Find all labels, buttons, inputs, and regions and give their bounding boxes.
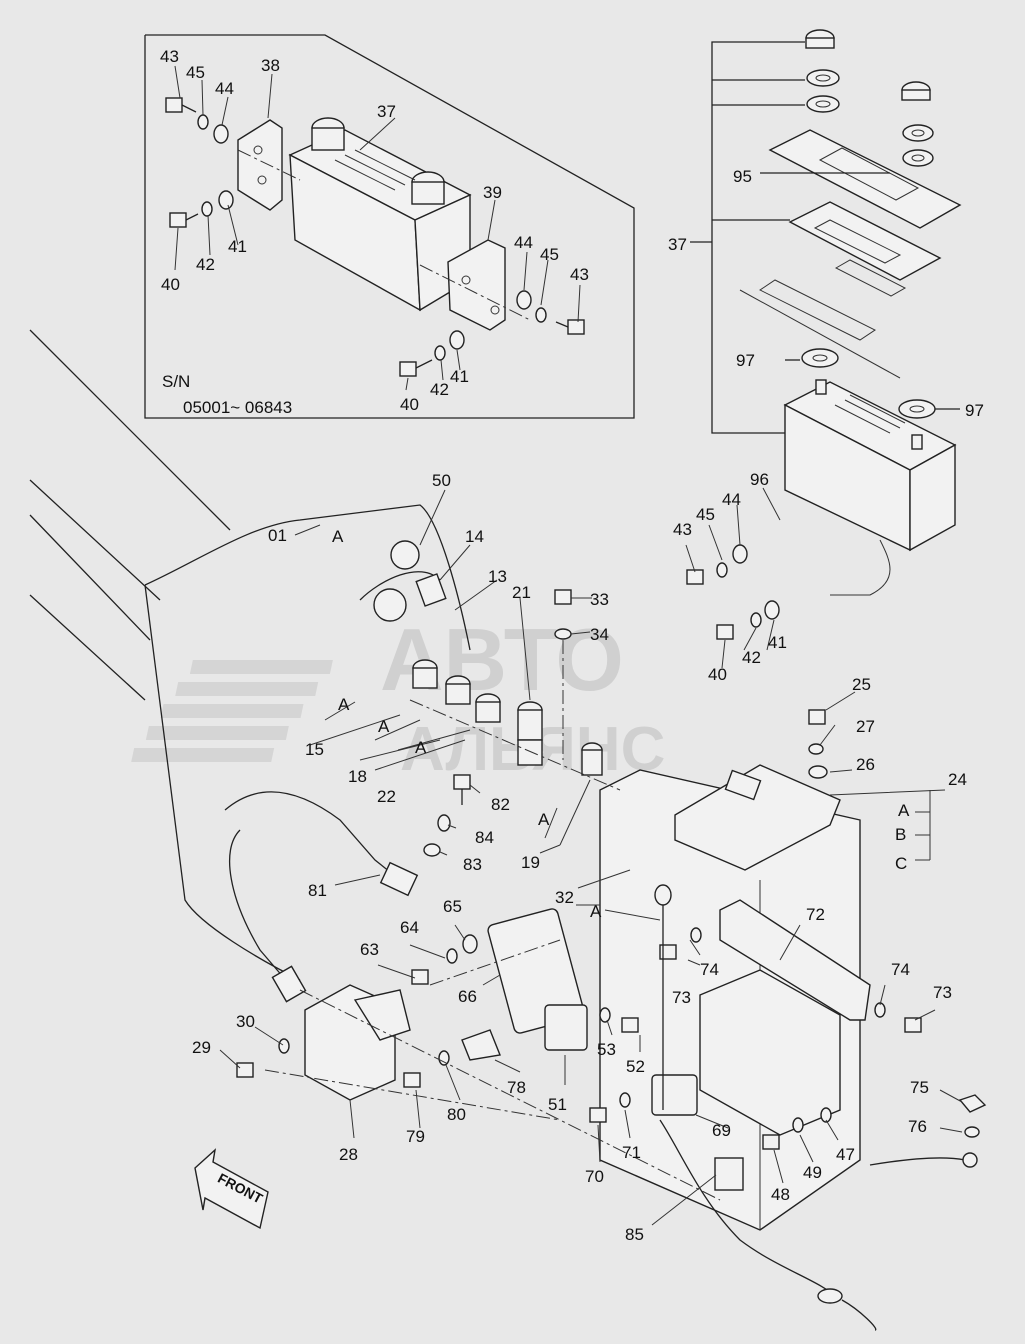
callout-c74a: 74 bbox=[700, 960, 719, 979]
callout-c41c: 41 bbox=[768, 633, 787, 652]
callout-c44c: 44 bbox=[722, 490, 741, 509]
inset-panel: S/N 05001~ 06843 bbox=[144, 34, 635, 419]
callout-c79: 79 bbox=[406, 1127, 425, 1146]
callout-c44b: 44 bbox=[514, 233, 533, 252]
inset-serial-range: 05001~ 06843 bbox=[183, 398, 292, 417]
fasteners bbox=[236, 544, 922, 1150]
callout-c75: 75 bbox=[910, 1078, 929, 1097]
callout-cA7: A bbox=[590, 902, 602, 921]
callout-c84: 84 bbox=[475, 828, 494, 847]
callout-c71: 71 bbox=[622, 1143, 641, 1162]
callout-c14: 14 bbox=[465, 527, 484, 546]
callout-c48: 48 bbox=[771, 1185, 790, 1204]
callout-c22: 22 bbox=[377, 787, 396, 806]
callout-c82: 82 bbox=[491, 795, 510, 814]
callout-c37b: 37 bbox=[668, 235, 687, 254]
callout-c42b: 42 bbox=[430, 380, 449, 399]
part-callouts: 4345443837394445434042414142409537979750… bbox=[160, 47, 984, 1244]
front-direction-arrow: FRONT bbox=[194, 1148, 269, 1230]
callout-c28: 28 bbox=[339, 1145, 358, 1164]
callout-c24: 24 bbox=[948, 770, 967, 789]
callout-cA4: A bbox=[378, 717, 390, 736]
callout-c80: 80 bbox=[447, 1105, 466, 1124]
callout-c41b: 41 bbox=[450, 367, 469, 386]
callout-cA1: A bbox=[332, 527, 344, 546]
callout-c01: 01 bbox=[268, 526, 287, 545]
inset-bolts bbox=[165, 97, 585, 377]
callout-c32: 32 bbox=[555, 888, 574, 907]
cover-stack bbox=[690, 29, 962, 434]
callout-c43a: 43 bbox=[160, 47, 179, 66]
callout-c42c: 42 bbox=[742, 648, 761, 667]
callout-c78: 78 bbox=[507, 1078, 526, 1097]
callout-c43b: 43 bbox=[570, 265, 589, 284]
callout-cA3: A bbox=[338, 695, 350, 714]
callout-c27: 27 bbox=[856, 717, 875, 736]
callout-c73b: 73 bbox=[933, 983, 952, 1002]
callout-c97a: 97 bbox=[736, 351, 755, 370]
callout-c13: 13 bbox=[488, 567, 507, 586]
callout-c47: 47 bbox=[836, 1145, 855, 1164]
callout-cC: C bbox=[895, 854, 907, 873]
callout-c19: 19 bbox=[521, 853, 540, 872]
callout-c52: 52 bbox=[626, 1057, 645, 1076]
callout-c43c: 43 bbox=[673, 520, 692, 539]
callout-c41a: 41 bbox=[228, 237, 247, 256]
callout-c50: 50 bbox=[432, 471, 451, 490]
inset-controller-unit bbox=[288, 117, 472, 312]
watermark-line1: АВТО bbox=[380, 610, 624, 709]
callout-c40b: 40 bbox=[400, 395, 419, 414]
callout-c53: 53 bbox=[597, 1040, 616, 1059]
control-knobs bbox=[373, 540, 603, 776]
callout-c83: 83 bbox=[463, 855, 482, 874]
callout-c25: 25 bbox=[852, 675, 871, 694]
callout-c40a: 40 bbox=[161, 275, 180, 294]
callout-c33: 33 bbox=[590, 590, 609, 609]
callout-c63: 63 bbox=[360, 940, 379, 959]
callout-c65: 65 bbox=[443, 897, 462, 916]
callout-c85: 85 bbox=[625, 1225, 644, 1244]
inset-serial-label: S/N bbox=[162, 372, 190, 391]
callout-c39: 39 bbox=[483, 183, 502, 202]
inset-bracket-left bbox=[237, 119, 283, 211]
callout-c97b: 97 bbox=[965, 401, 984, 420]
callout-c96: 96 bbox=[750, 470, 769, 489]
callout-c18: 18 bbox=[348, 767, 367, 786]
callout-c29: 29 bbox=[192, 1038, 211, 1057]
callout-c66: 66 bbox=[458, 987, 477, 1006]
callout-c44a: 44 bbox=[215, 79, 234, 98]
callout-c95: 95 bbox=[733, 167, 752, 186]
callout-c45b: 45 bbox=[540, 245, 559, 264]
callout-c45a: 45 bbox=[186, 63, 205, 82]
callout-c74b: 74 bbox=[891, 960, 910, 979]
callout-c42a: 42 bbox=[196, 255, 215, 274]
callout-c40c: 40 bbox=[708, 665, 727, 684]
callout-c45c: 45 bbox=[696, 505, 715, 524]
callout-c76: 76 bbox=[908, 1117, 927, 1136]
callout-c21: 21 bbox=[512, 583, 531, 602]
callout-cA6: A bbox=[538, 810, 550, 829]
callout-c51: 51 bbox=[548, 1095, 567, 1114]
callout-c49: 49 bbox=[803, 1163, 822, 1182]
callout-c81: 81 bbox=[308, 881, 327, 900]
callout-c64: 64 bbox=[400, 918, 419, 937]
controller-unit bbox=[783, 379, 957, 596]
callout-c70: 70 bbox=[585, 1167, 604, 1186]
callout-c38: 38 bbox=[261, 56, 280, 75]
callout-c15: 15 bbox=[305, 740, 324, 759]
callout-c26: 26 bbox=[856, 755, 875, 774]
callout-c73a: 73 bbox=[672, 988, 691, 1007]
callout-c37a: 37 bbox=[377, 102, 396, 121]
console-body bbox=[29, 329, 987, 1331]
callout-c34: 34 bbox=[590, 625, 609, 644]
callout-cB: B bbox=[895, 825, 906, 844]
callout-c72: 72 bbox=[806, 905, 825, 924]
callout-c30: 30 bbox=[236, 1012, 255, 1031]
leader-lines bbox=[174, 65, 963, 1226]
callout-cA2: A bbox=[898, 801, 910, 820]
callout-cA5: A bbox=[415, 738, 427, 757]
callout-c69: 69 bbox=[712, 1121, 731, 1140]
